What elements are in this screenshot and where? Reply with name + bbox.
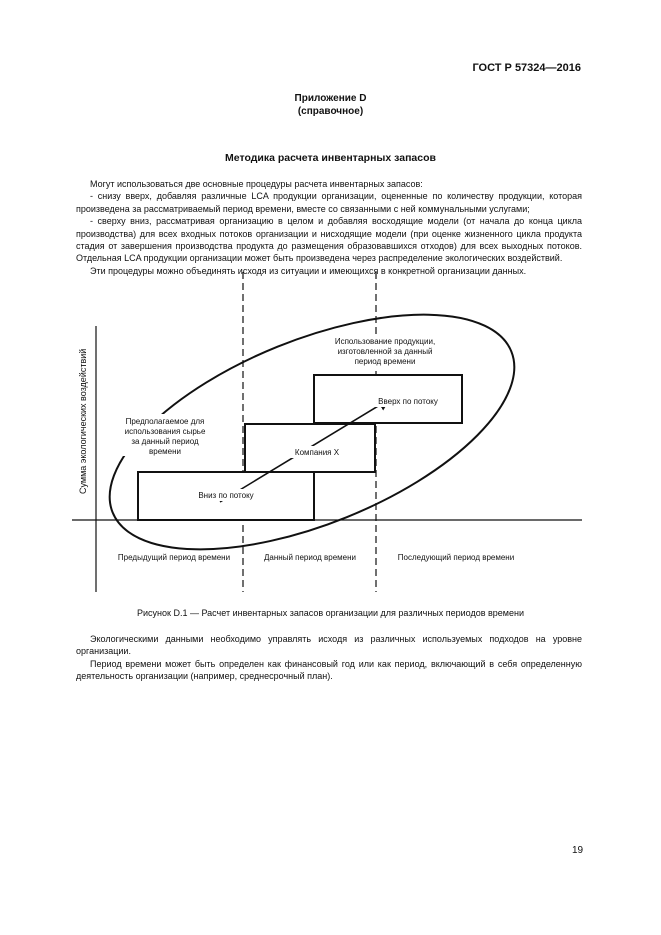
closing-text: Экологическими данными необходимо управл…: [76, 633, 582, 683]
label-assumed-line-4: времени: [149, 447, 181, 456]
figure-caption: Рисунок D.1 — Расчет инвентарных запасов…: [137, 608, 524, 618]
period-label-previous: Предыдущий период времени: [118, 553, 230, 562]
closing-paragraph-2: Период времени может быть определен как …: [76, 658, 582, 682]
label-company: Компания X: [295, 448, 340, 457]
label-company-group: Компания X: [290, 446, 344, 458]
intro-lead: Могут использоваться две основные процед…: [90, 179, 423, 189]
intro-item-bottom-up: - снизу вверх, добавляя различные LCA пр…: [76, 191, 582, 214]
label-downstream-group: Вверх по потоку: [374, 395, 442, 407]
standard-number: ГОСТ Р 57324—2016: [472, 62, 581, 74]
label-usage-line-3: период времени: [355, 357, 416, 366]
section-title: Методика расчета инвентарных запасов: [225, 152, 436, 164]
label-assumed-line-3: за данный период: [131, 437, 199, 446]
period-label-next: Последующий период времени: [398, 553, 514, 562]
label-usage: Использование продукции, изготовленной з…: [330, 335, 440, 367]
annex-header: Приложение D (справочное): [0, 92, 661, 118]
y-axis-label: Сумма экологических воздействий: [78, 349, 88, 494]
label-upstream-group: Вниз по потоку: [196, 489, 256, 501]
label-usage-line-2: изготовленной за данный: [338, 347, 433, 356]
label-upstream: Вниз по потоку: [198, 491, 253, 500]
scope-ellipse: [108, 313, 516, 551]
label-assumed-line-2: использования сырье: [125, 427, 206, 436]
intro-text: Могут использоваться две основные процед…: [76, 178, 582, 277]
intro-combine: Эти процедуры можно объединять исходя из…: [90, 265, 527, 276]
intro-item-top-down: - сверху вниз, рассматривая организацию …: [76, 216, 582, 264]
closing-paragraph-1: Экологическими данными необходимо управл…: [76, 634, 582, 657]
page-number: 19: [572, 845, 584, 856]
label-usage-line-1: Использование продукции,: [335, 337, 435, 346]
annex-type: (справочное): [297, 106, 364, 117]
label-assumed-raw: Предполагаемое для использования сырье з…: [118, 414, 212, 456]
period-label-current: Данный период времени: [264, 553, 356, 562]
label-downstream: Вверх по потоку: [378, 397, 438, 406]
label-assumed-line-1: Предполагаемое для: [126, 417, 205, 426]
annex-title: Приложение D: [294, 93, 367, 104]
